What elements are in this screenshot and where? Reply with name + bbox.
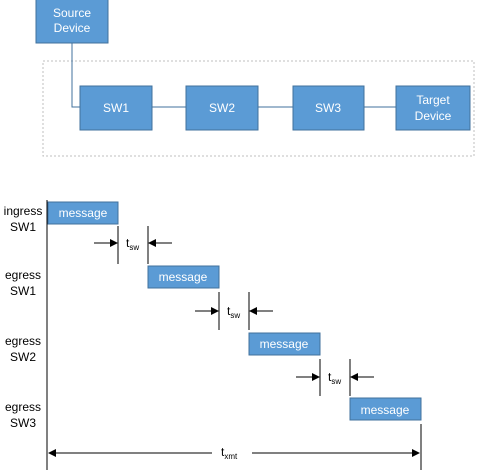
message-block-egress-sw2: message [248,332,321,356]
network-boundary [42,60,475,157]
sw2-node: SW2 [185,85,259,131]
svg-text:tsw: tsw [126,236,139,252]
switch-delay-symbol: t [126,236,130,250]
row-label-egress-sw2-line1: egress [5,334,41,348]
sw3-node: SW3 [292,85,365,131]
total-time-subscript: xmt [224,452,238,461]
switch-delay-subscript: sw [230,311,240,320]
svg-text:tsw: tsw [227,304,240,320]
row-label-egress-sw1-line1: egress [5,268,41,282]
target-device-label-line1: Target [416,93,450,107]
message-block-egress-sw3: message [349,397,422,421]
message-block-ingress-sw1: message [47,201,119,225]
source-to-sw1-link [71,43,80,108]
target-device-node: Target Device [395,85,471,131]
row-label-egress-sw3-line1: egress [5,400,41,414]
total-transmit-time-marker: txmt [48,424,422,470]
sw3-label: SW3 [315,101,341,115]
row-label-egress-sw2-line2: SW2 [10,350,36,364]
row-label-egress-sw3-line2: SW3 [10,416,36,430]
row-label-egress-sw1-line2: SW1 [10,284,36,298]
message-label: message [361,403,410,417]
source-device-node: Source Device [35,0,109,44]
sw1-node: SW1 [79,85,153,131]
message-block-egress-sw1: message [147,265,220,289]
row-label-ingress-sw1-line2: SW1 [10,220,36,234]
total-time-symbol: t [221,445,225,459]
message-label: message [59,206,108,220]
switch-delay-subscript: sw [129,243,139,252]
switch-delay-subscript: sw [331,377,341,386]
switch-delay-marker-3: tsw [296,359,374,396]
target-device-label-line2: Device [415,109,452,123]
svg-text:txmt: txmt [221,445,238,461]
switch-delay-symbol: t [227,304,231,318]
sw2-label: SW2 [209,101,235,115]
sw1-label: SW1 [103,101,129,115]
message-label: message [159,270,208,284]
switch-delay-marker-2: tsw [195,292,273,330]
source-device-label-line2: Device [54,21,91,35]
switch-delay-symbol: t [328,370,332,384]
message-label: message [260,337,309,351]
svg-text:tsw: tsw [328,370,341,386]
source-device-label-line1: Source [53,6,91,20]
row-label-ingress-sw1-line1: ingress [4,204,43,218]
switch-delay-marker-1: tsw [94,226,172,264]
